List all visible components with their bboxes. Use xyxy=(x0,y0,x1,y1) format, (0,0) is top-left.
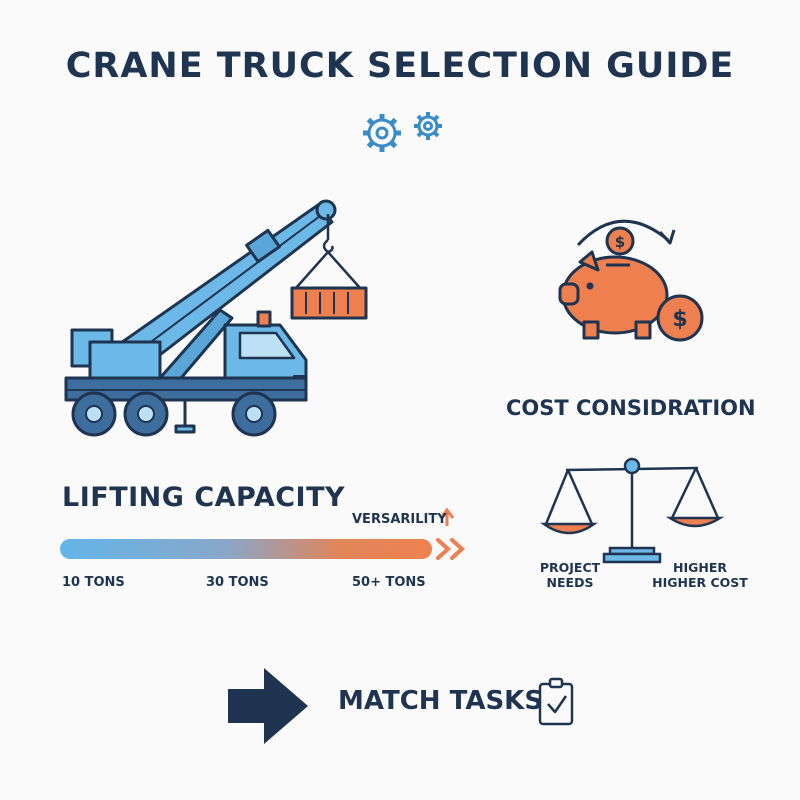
capacity-heading: LIFTING CAPACITY xyxy=(62,482,346,513)
piggy-bank-icon: $ $ xyxy=(558,219,704,342)
crane-truck-illustration xyxy=(64,199,368,437)
tick-50-tons: 50+ TONS xyxy=(352,575,426,590)
balance-scale-icon xyxy=(540,457,725,564)
tick-30-tons: 30 TONS xyxy=(206,575,269,590)
capacity-bar xyxy=(60,539,432,559)
match-tasks-label: MATCH TASKS xyxy=(338,686,544,716)
versatility-label: VERSARILITY xyxy=(352,512,447,527)
arrow-right-icon xyxy=(228,668,308,744)
clipboard-check-icon xyxy=(538,677,574,726)
page-title: CRANE TRUCK SELECTION GUIDE xyxy=(65,46,735,86)
double-chevron-right-icon xyxy=(436,538,465,560)
svg-text:$: $ xyxy=(672,307,687,332)
tick-10-tons: 10 TONS xyxy=(62,575,125,590)
arrow-up-icon xyxy=(439,507,455,526)
cost-heading: COST CONSIDRATION xyxy=(506,396,756,420)
gears-icon xyxy=(363,112,442,152)
higher-cost-label: HIGHER HIGHER COST xyxy=(652,560,748,590)
svg-text:$: $ xyxy=(615,233,625,251)
project-needs-label: PROJECT NEEDS xyxy=(539,560,601,590)
